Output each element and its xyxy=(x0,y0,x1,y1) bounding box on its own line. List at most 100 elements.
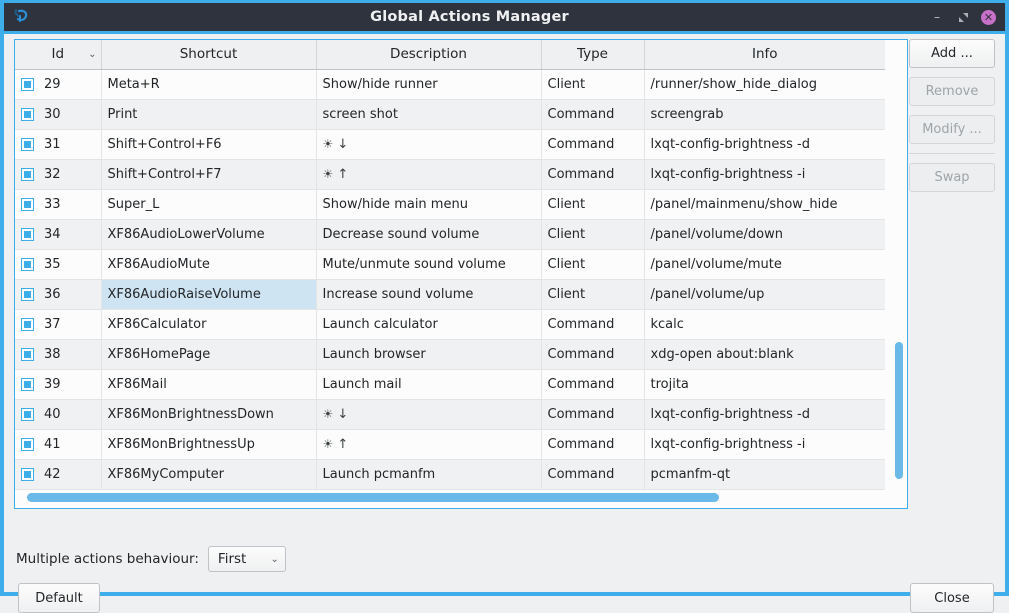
behaviour-select[interactable]: First ⌄ xyxy=(207,546,286,572)
cell-id[interactable]: 40 xyxy=(15,399,102,430)
cell-shortcut[interactable]: XF86MyComputer xyxy=(101,459,317,490)
cell-info[interactable]: /runner/show_hide_dialog xyxy=(644,69,885,100)
cell-type[interactable]: Command xyxy=(541,369,645,400)
cell-id[interactable]: 33 xyxy=(15,189,102,220)
vertical-scrollbar-thumb[interactable] xyxy=(895,342,903,479)
maximize-button[interactable] xyxy=(955,9,971,25)
cell-description[interactable]: Launch mail xyxy=(316,369,542,400)
cell-id[interactable]: 29 xyxy=(15,69,102,100)
cell-shortcut[interactable]: XF86Mail xyxy=(101,369,317,400)
cell-shortcut[interactable]: Shift+Control+F7 xyxy=(101,159,317,190)
cell-type[interactable]: Command xyxy=(541,309,645,340)
cell-id[interactable]: 39 xyxy=(15,369,102,400)
cell-info[interactable]: pcmanfm-qt xyxy=(644,459,885,490)
row-enabled-checkbox[interactable] xyxy=(21,377,34,391)
cell-description[interactable]: Increase sound volume xyxy=(316,279,542,310)
row-enabled-checkbox[interactable] xyxy=(21,287,34,301)
modify-button[interactable]: Modify ... xyxy=(909,115,995,144)
cell-description[interactable]: Decrease sound volume xyxy=(316,219,542,250)
cell-info[interactable]: lxqt-config-brightness -i xyxy=(644,159,885,190)
close-button[interactable]: ✕ xyxy=(981,9,996,25)
cell-shortcut[interactable]: Meta+R xyxy=(101,69,317,100)
horizontal-scrollbar-thumb[interactable] xyxy=(27,493,719,502)
cell-shortcut[interactable]: XF86MonBrightnessDown xyxy=(101,399,317,430)
cell-id[interactable]: 38 xyxy=(15,339,102,370)
cell-info[interactable]: screengrab xyxy=(644,99,885,130)
cell-type[interactable]: Client xyxy=(541,189,645,220)
cell-description[interactable]: ☀ ↑ xyxy=(316,429,542,460)
cell-id[interactable]: 35 xyxy=(15,249,102,280)
row-enabled-checkbox[interactable] xyxy=(21,77,34,91)
row-enabled-checkbox[interactable] xyxy=(21,467,34,481)
cell-shortcut[interactable]: Super_L xyxy=(101,189,317,220)
column-header-shortcut[interactable]: Shortcut xyxy=(101,40,317,70)
cell-type[interactable]: Command xyxy=(541,399,645,430)
cell-description[interactable]: Launch pcmanfm xyxy=(316,459,542,490)
column-header-description[interactable]: Description xyxy=(316,40,542,70)
cell-type[interactable]: Command xyxy=(541,129,645,160)
row-enabled-checkbox[interactable] xyxy=(21,347,34,361)
vertical-scrollbar[interactable] xyxy=(893,70,905,482)
column-header-info[interactable]: Info xyxy=(644,40,885,70)
cell-type[interactable]: Command xyxy=(541,459,645,490)
swap-button[interactable]: Swap xyxy=(909,163,995,192)
cell-shortcut[interactable]: XF86HomePage xyxy=(101,339,317,370)
cell-info[interactable]: /panel/volume/down xyxy=(644,219,885,250)
row-enabled-checkbox[interactable] xyxy=(21,407,34,421)
cell-info[interactable]: /panel/mainmenu/show_hide xyxy=(644,189,885,220)
cell-info[interactable]: lxqt-config-brightness -i xyxy=(644,429,885,460)
cell-id[interactable]: 41 xyxy=(15,429,102,460)
cell-shortcut[interactable]: Print xyxy=(101,99,317,130)
cell-type[interactable]: Client xyxy=(541,69,645,100)
row-enabled-checkbox[interactable] xyxy=(21,227,34,241)
cell-info[interactable]: lxqt-config-brightness -d xyxy=(644,399,885,430)
cell-info[interactable]: /panel/volume/mute xyxy=(644,249,885,280)
default-button[interactable]: Default xyxy=(18,583,100,613)
cell-id[interactable]: 42 xyxy=(15,459,102,490)
row-enabled-checkbox[interactable] xyxy=(21,137,34,151)
cell-info[interactable]: lxqt-config-brightness -d xyxy=(644,129,885,160)
cell-id[interactable]: 36 xyxy=(15,279,102,310)
cell-info[interactable]: trojita xyxy=(644,369,885,400)
cell-type[interactable]: Command xyxy=(541,159,645,190)
cell-type[interactable]: Client xyxy=(541,219,645,250)
cell-id[interactable]: 37 xyxy=(15,309,102,340)
cell-type[interactable]: Command xyxy=(541,99,645,130)
cell-description[interactable]: ☀ ↓ xyxy=(316,129,542,160)
row-enabled-checkbox[interactable] xyxy=(21,197,34,211)
row-enabled-checkbox[interactable] xyxy=(21,257,34,271)
row-enabled-checkbox[interactable] xyxy=(21,107,34,121)
row-enabled-checkbox[interactable] xyxy=(21,437,34,451)
cell-description[interactable]: Mute/unmute sound volume xyxy=(316,249,542,280)
cell-type[interactable]: Client xyxy=(541,279,645,310)
cell-id[interactable]: 31 xyxy=(15,129,102,160)
title-bar[interactable]: Global Actions Manager – ✕ xyxy=(0,0,1009,34)
cell-info[interactable]: /panel/volume/up xyxy=(644,279,885,310)
remove-button[interactable]: Remove xyxy=(909,77,995,106)
cell-shortcut[interactable]: XF86AudioRaiseVolume xyxy=(101,279,317,310)
cell-shortcut[interactable]: XF86Calculator xyxy=(101,309,317,340)
cell-type[interactable]: Command xyxy=(541,339,645,370)
row-enabled-checkbox[interactable] xyxy=(21,167,34,181)
cell-description[interactable]: Launch calculator xyxy=(316,309,542,340)
cell-description[interactable]: ☀ ↓ xyxy=(316,399,542,430)
cell-id[interactable]: 32 xyxy=(15,159,102,190)
cell-description[interactable]: ☀ ↑ xyxy=(316,159,542,190)
horizontal-scrollbar[interactable] xyxy=(17,490,893,504)
minimize-button[interactable]: – xyxy=(934,10,940,24)
column-header-type[interactable]: Type xyxy=(541,40,645,70)
cell-description[interactable]: Launch browser xyxy=(316,339,542,370)
cell-shortcut[interactable]: XF86MonBrightnessUp xyxy=(101,429,317,460)
